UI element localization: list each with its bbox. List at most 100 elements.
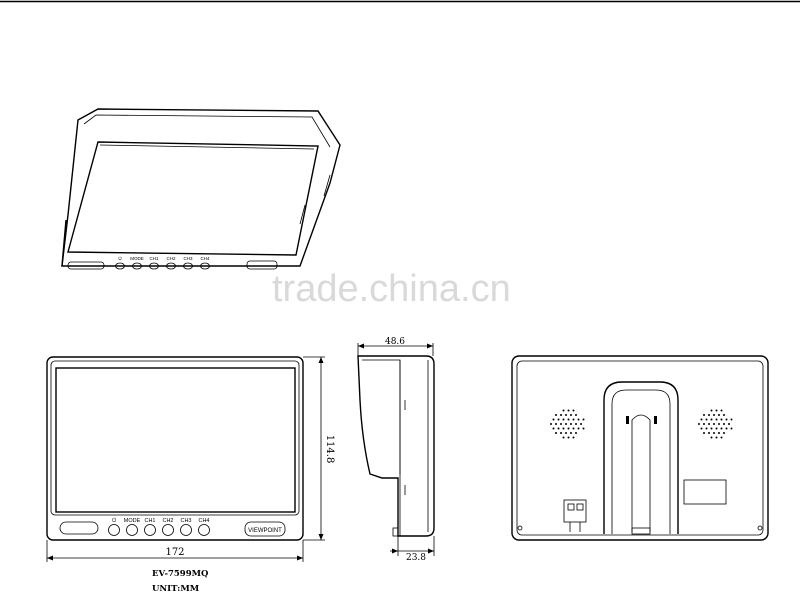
perspective-brand-badge (246, 260, 278, 270)
grill-hole (562, 436, 565, 439)
grill-hole (723, 414, 725, 416)
perspective-button (166, 262, 176, 270)
rear-label-plate (683, 479, 727, 505)
front-button-label: CH2 (162, 518, 173, 524)
rear-mount-bracket-outer (603, 381, 679, 534)
rear-screw-left (517, 525, 523, 531)
rear-inner-housing (516, 360, 764, 536)
grill-hole (582, 418, 585, 421)
grill-hole (575, 414, 577, 416)
rear-speaker-grill-left (550, 409, 585, 439)
grill-hole (718, 414, 720, 416)
grill-hole (560, 423, 562, 425)
perspective-button-label: CH2 (166, 256, 175, 261)
grill-hole (565, 432, 567, 434)
perspective-speaker-slot (67, 261, 105, 270)
side-body-outline (357, 355, 435, 537)
rear-bracket-foot (631, 527, 651, 535)
perspective-button (132, 262, 142, 270)
rear-connector-pin-right (576, 503, 584, 511)
grill-hole (708, 414, 710, 416)
grill-hole (572, 436, 575, 439)
grill-hole (565, 423, 567, 425)
grill-hole (703, 414, 705, 416)
grill-hole (705, 418, 708, 421)
depth-bottom-label: 23.8 (406, 553, 426, 563)
front-button-label: CH4 (198, 518, 209, 524)
grill-hole (580, 423, 582, 425)
grill-hole (565, 414, 567, 416)
rear-bracket-screw-right (654, 416, 657, 424)
grill-hole (720, 418, 723, 421)
grill-hole (715, 409, 718, 412)
front-button (180, 524, 192, 536)
grill-hole (725, 418, 728, 421)
grill-hole (557, 418, 560, 421)
grill-hole (710, 427, 713, 430)
grill-hole (710, 418, 713, 421)
grill-hole (555, 432, 557, 434)
grill-hole (713, 414, 715, 416)
grill-hole (710, 409, 713, 412)
rear-outer-housing (511, 355, 769, 541)
perspective-button (183, 262, 193, 270)
grill-hole (705, 427, 708, 430)
grill-hole (703, 432, 705, 434)
rear-connector-block (563, 499, 587, 523)
front-button-label: CH3 (180, 518, 191, 524)
grill-hole (708, 423, 710, 425)
grill-hole (715, 436, 718, 439)
front-brand-label: VIEWPOINT (248, 528, 282, 534)
grill-hole (562, 427, 565, 430)
rear-speaker-grill-right (698, 409, 733, 439)
perspective-sunshade-lip (83, 114, 331, 148)
grill-hole (567, 436, 570, 439)
grill-hole (713, 423, 715, 425)
grill-hole (550, 423, 552, 425)
front-button (126, 524, 138, 536)
perspective-button-label: CH3 (183, 256, 192, 261)
perspective-button-label: CH1 (149, 256, 158, 261)
grill-hole (567, 418, 570, 421)
perspective-outer-frame (61, 108, 341, 267)
perspective-button (149, 262, 159, 270)
grill-hole (718, 432, 720, 434)
grill-hole (730, 427, 733, 430)
rear-view (511, 355, 769, 541)
grill-hole (720, 409, 723, 412)
front-brand-badge (244, 521, 286, 537)
side-sunshade-inner (362, 359, 401, 474)
grill-hole (715, 418, 718, 421)
front-button-label: MODE (124, 518, 141, 524)
grill-hole (728, 423, 730, 425)
grill-hole (723, 423, 725, 425)
depth-top-label: 48.6 (385, 337, 405, 347)
grill-hole (703, 423, 705, 425)
grill-hole (715, 427, 718, 430)
perspective-screen-inner-top (99, 144, 315, 150)
rear-screw-right (757, 525, 763, 531)
grill-hole (570, 423, 572, 425)
grill-hole (725, 427, 728, 430)
front-screen (55, 367, 296, 513)
grill-hole (562, 418, 565, 421)
grill-hole (575, 432, 577, 434)
rear-bracket-screw-left (626, 416, 629, 424)
rear-connector-pin-left (567, 503, 575, 511)
grill-hole (567, 427, 570, 430)
grill-hole (698, 423, 700, 425)
height-dimension-label: 114.8 (324, 435, 335, 464)
grill-hole (718, 423, 720, 425)
grill-hole (562, 409, 565, 412)
front-button (144, 524, 156, 536)
grill-hole (720, 427, 723, 430)
width-dimension-label: 172 (165, 547, 184, 558)
grill-hole (582, 427, 585, 430)
grill-hole (555, 423, 557, 425)
front-outer-bezel (46, 356, 304, 541)
perspective-button-label: ⏻ (118, 256, 122, 261)
grill-hole (567, 409, 570, 412)
